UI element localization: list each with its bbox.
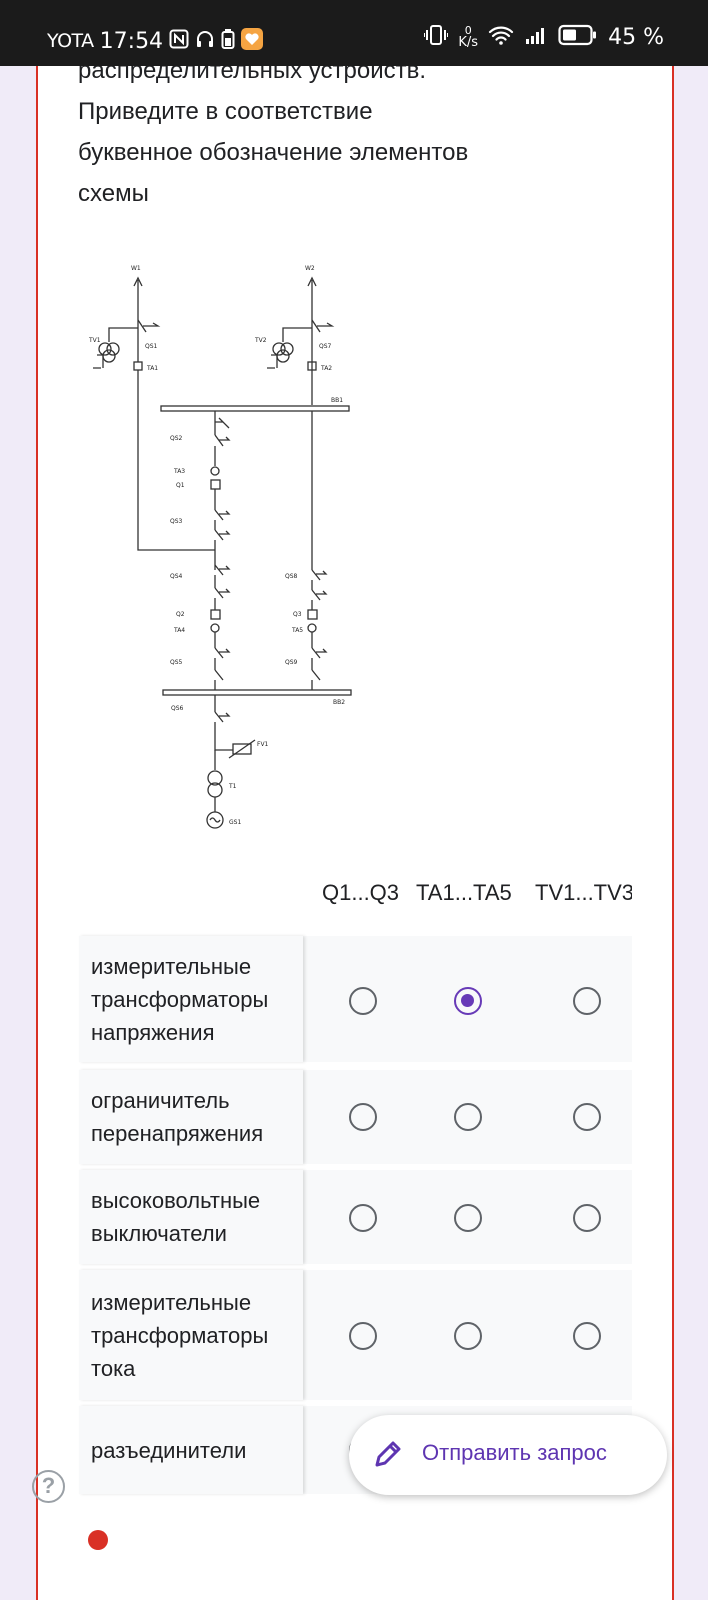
help-button[interactable]: ? (32, 1470, 65, 1503)
grid-column-headers: Q1...Q3 TA1...TA5 TV1...TV3 (322, 880, 632, 912)
label-qs7: QS7 (319, 343, 332, 350)
label-tv2: TV2 (254, 337, 267, 344)
radio-option[interactable] (454, 1103, 482, 1131)
radio-option[interactable] (454, 1204, 482, 1232)
grid-row: измерительные трансформаторы напряжения (79, 936, 632, 1062)
label-fv1: FV1 (257, 741, 269, 748)
radio-option[interactable] (349, 1322, 377, 1350)
grid-row: высоковольтные выключатели (79, 1170, 632, 1264)
health-app-icon (241, 28, 264, 54)
label-ta2: TA2 (320, 365, 332, 372)
label-q2: Q2 (176, 611, 185, 618)
label-w2: W2 (305, 265, 315, 272)
row-label: измерительные трансформаторы напряжения (79, 936, 303, 1062)
radio-option[interactable] (573, 1322, 601, 1350)
label-ta1: TA1 (146, 365, 158, 372)
label-qs6: QS6 (171, 705, 184, 712)
column-header: TV1...TV3 (535, 880, 632, 905)
column-header: TA1...TA5 (416, 880, 512, 905)
request-edit-button[interactable]: Отправить запрос (349, 1415, 667, 1495)
label-ta3: TA3 (173, 468, 185, 475)
label-t1: T1 (228, 783, 237, 790)
label-ta4: TA4 (173, 627, 185, 634)
label-qs1: QS1 (145, 343, 158, 350)
grid-row: ограничитель перенапряжения (79, 1070, 632, 1164)
status-bar-left: YOTA 17:54 (47, 28, 264, 54)
radio-option[interactable] (454, 1322, 482, 1350)
radio-option[interactable] (573, 1204, 601, 1232)
question-line: схемы (78, 180, 149, 207)
radio-option[interactable] (573, 1103, 601, 1131)
label-gs1: GS1 (229, 819, 241, 826)
network-speed: 0 K/s (458, 24, 479, 50)
radio-option[interactable] (349, 1204, 377, 1232)
question-card: распределительных устройств. Приведите в… (36, 0, 674, 1600)
pencil-icon (371, 1437, 405, 1476)
signal-icon (524, 25, 548, 49)
column-header: Q1...Q3 (322, 880, 400, 905)
network-speed-unit: K/s (458, 35, 479, 50)
label-qs9: QS9 (285, 659, 298, 666)
label-w1: W1 (131, 265, 141, 272)
label-qs4: QS4 (170, 573, 183, 580)
clock: 17:54 (99, 28, 164, 54)
question-line: буквенное обозначение элементов (78, 139, 469, 166)
switchgear-schematic: W1 W2 TV1 TV2 QS1 QS7 TA1 TA2 BB1 QS2 TA… (88, 265, 352, 829)
radio-option[interactable] (573, 987, 601, 1015)
row-label: измерительные трансформаторы тока (79, 1270, 303, 1400)
label-qs8: QS8 (285, 573, 298, 580)
wifi-icon (488, 25, 514, 49)
grid-row: измерительные трансформаторы тока (79, 1270, 632, 1400)
label-bb1: BB1 (331, 397, 343, 404)
status-bar-right: 0 K/s 45 % (423, 24, 664, 50)
carrier-name: YOTA (47, 30, 94, 52)
radio-option[interactable] (349, 987, 377, 1015)
battery-percent: 45 % (608, 24, 664, 50)
label-q1: Q1 (176, 482, 185, 489)
row-label: ограничитель перенапряжения (79, 1070, 303, 1164)
row-label: разъединители (79, 1406, 303, 1494)
headphones-icon (195, 29, 215, 53)
label-ta5: TA5 (291, 627, 303, 634)
label-q3: Q3 (293, 611, 302, 618)
label-qs5: QS5 (170, 659, 183, 666)
request-edit-label: Отправить запрос (422, 1440, 607, 1465)
status-bar: YOTA 17:54 0 K/s 45 % (0, 0, 708, 66)
battery-icon (558, 24, 598, 50)
label-bb2: BB2 (333, 699, 345, 706)
battery-saver-icon (221, 29, 235, 53)
network-speed-value: 0 (464, 24, 472, 37)
error-indicator (88, 1530, 108, 1550)
radio-option-selected[interactable] (454, 987, 482, 1015)
label-qs2: QS2 (170, 435, 183, 442)
nfc-icon (169, 29, 189, 53)
row-label: высоковольтные выключатели (79, 1170, 303, 1264)
question-text: распределительных устройств. Приведите в… (78, 50, 598, 214)
label-qs3: QS3 (170, 518, 183, 525)
radio-option[interactable] (349, 1103, 377, 1131)
question-line: Приведите в соответствие (78, 98, 373, 125)
vibrate-icon (423, 24, 450, 50)
label-tv1: TV1 (88, 337, 101, 344)
